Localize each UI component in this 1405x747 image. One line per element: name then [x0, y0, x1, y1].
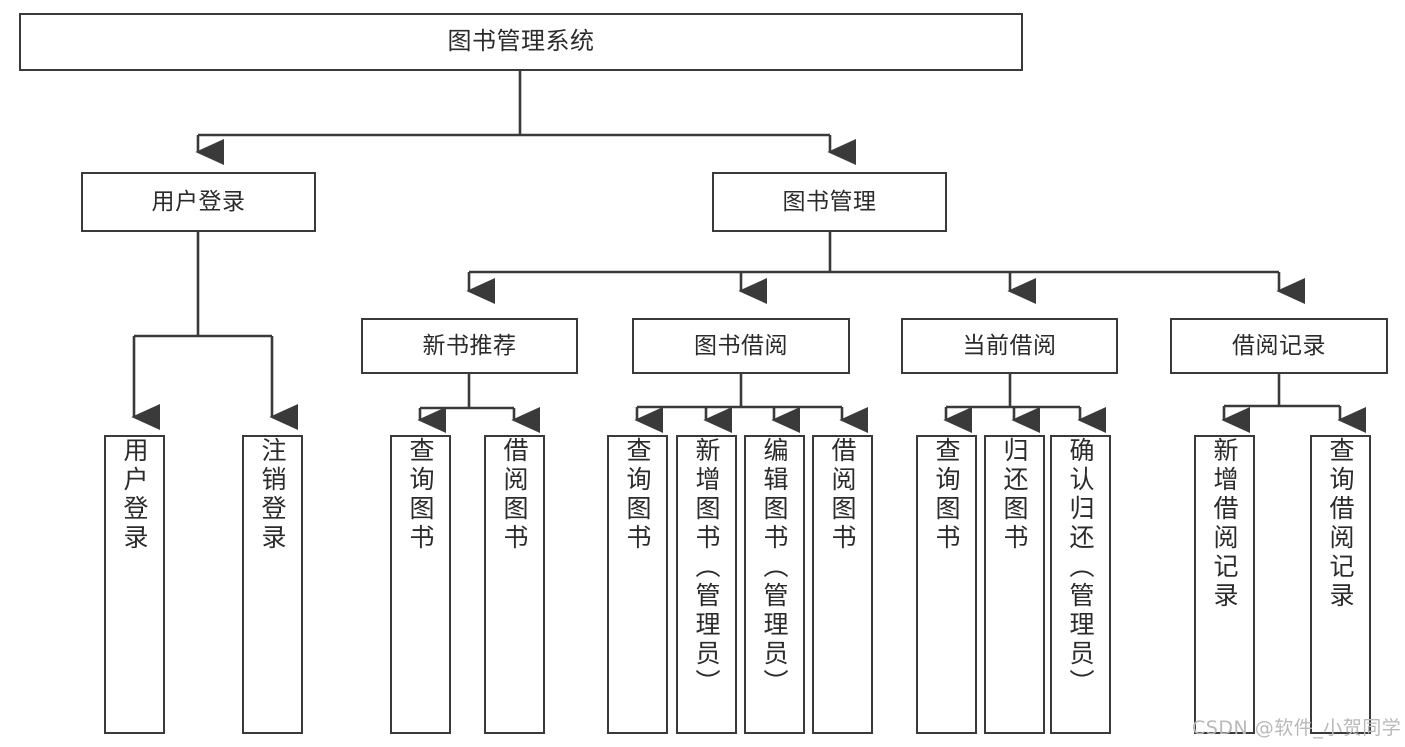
node-label: 借阅图书: [500, 437, 529, 553]
leaf-new-book-borrow[interactable]: 借阅图书: [484, 435, 545, 734]
node-label: 借阅记录: [1232, 332, 1326, 359]
node-label: 编辑图书（管理员）: [760, 437, 789, 698]
leaf-borrow-edit-book-admin[interactable]: 编辑图书（管理员）: [744, 435, 805, 734]
node-label: 图书借阅: [694, 332, 788, 359]
node-book-management[interactable]: 图书管理: [712, 172, 947, 232]
leaf-current-query-book[interactable]: 查询图书: [916, 435, 977, 734]
node-label: 借阅图书: [828, 437, 857, 553]
node-label: 查询图书: [406, 437, 435, 553]
node-label: 确认归还（管理员）: [1066, 437, 1095, 698]
csdn-watermark: CSDN @软件_小贺同学: [1192, 717, 1402, 739]
node-label: 新增图书（管理员）: [692, 437, 721, 698]
node-label: 注销登录: [258, 437, 287, 553]
node-label: 查询图书: [623, 437, 652, 553]
leaf-new-book-query[interactable]: 查询图书: [390, 435, 451, 734]
node-label: 用户登录: [120, 437, 149, 553]
node-book-borrow[interactable]: 图书借阅: [632, 318, 850, 374]
leaf-borrow-borrow-book[interactable]: 借阅图书: [812, 435, 873, 734]
node-label: 新书推荐: [422, 332, 517, 359]
node-label: 查询图书: [932, 437, 961, 553]
node-new-book-recommend[interactable]: 新书推荐: [361, 318, 578, 374]
leaf-current-confirm-return-admin[interactable]: 确认归还（管理员）: [1050, 435, 1111, 734]
leaf-borrow-add-book-admin[interactable]: 新增图书（管理员）: [676, 435, 737, 734]
node-current-borrow[interactable]: 当前借阅: [901, 318, 1118, 374]
node-label: 用户登录: [151, 188, 246, 215]
node-label: 归还图书: [1000, 437, 1029, 553]
leaf-current-return-book[interactable]: 归还图书: [984, 435, 1045, 734]
leaf-records-add[interactable]: 新增借阅记录: [1194, 435, 1255, 734]
node-label: 图书管理系统: [447, 27, 595, 56]
leaf-borrow-query-book[interactable]: 查询图书: [607, 435, 668, 734]
leaf-user-login[interactable]: 用户登录: [104, 435, 165, 734]
node-user-login[interactable]: 用户登录: [81, 172, 316, 232]
node-label: 图书管理: [782, 188, 877, 215]
leaf-records-query[interactable]: 查询借阅记录: [1310, 435, 1371, 734]
node-label: 新增借阅记录: [1210, 437, 1239, 611]
node-label: 查询借阅记录: [1326, 437, 1355, 611]
leaf-user-logout[interactable]: 注销登录: [242, 435, 303, 734]
node-borrow-records[interactable]: 借阅记录: [1170, 318, 1388, 374]
node-label: 当前借阅: [962, 332, 1057, 359]
node-root-system[interactable]: 图书管理系统: [19, 13, 1023, 71]
